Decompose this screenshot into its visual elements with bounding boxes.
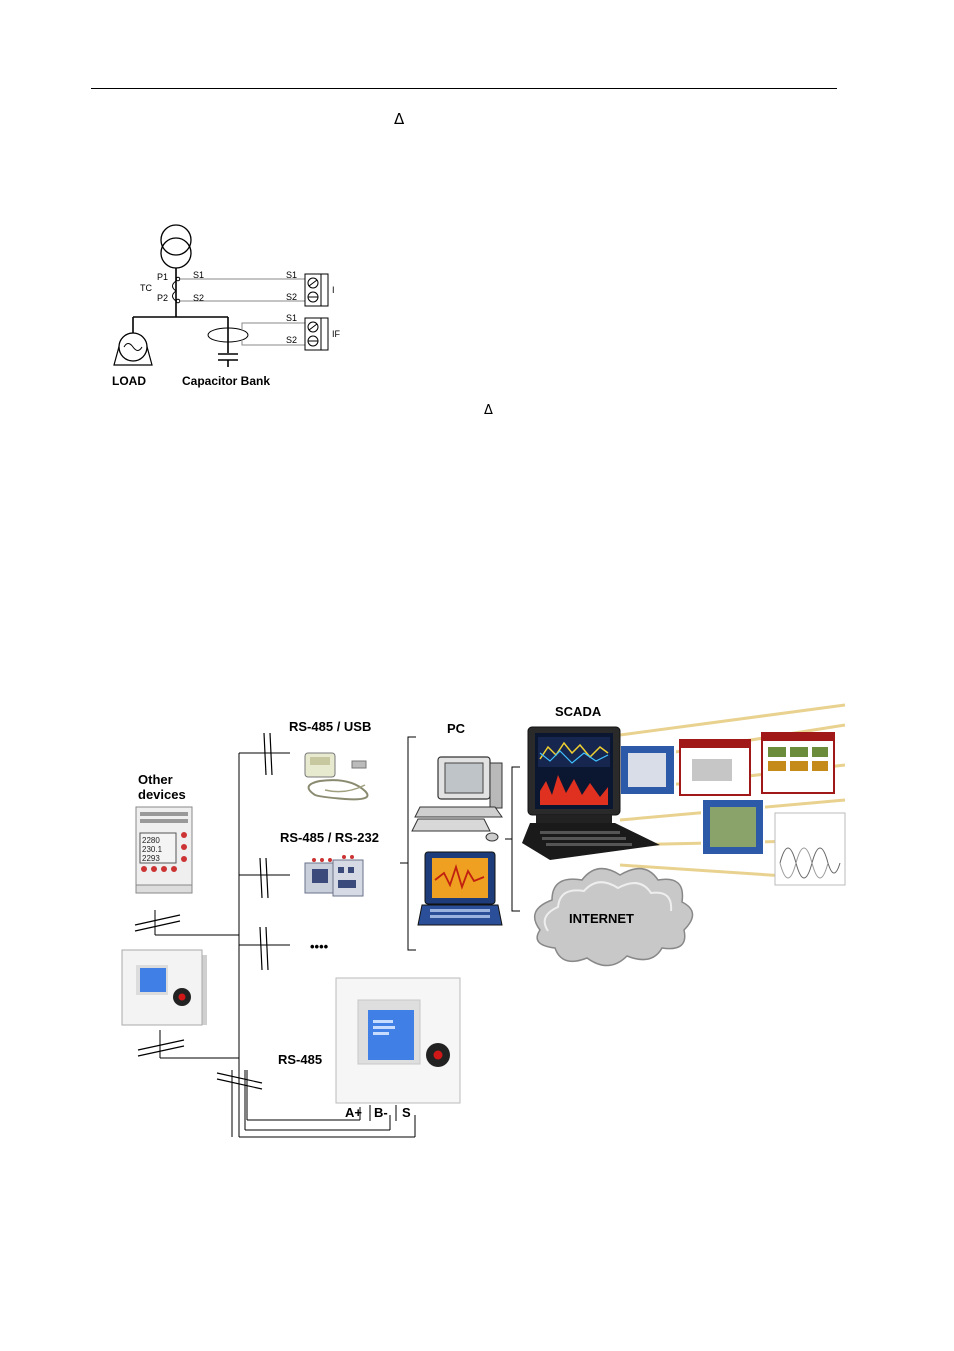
label-internet: INTERNET xyxy=(569,911,634,926)
terminal-block-i xyxy=(304,273,329,307)
label-ellipsis: •••• xyxy=(310,939,329,954)
label-p2: P2 xyxy=(157,293,168,303)
capacitor-icon xyxy=(218,353,238,367)
cable-hash-marks xyxy=(134,732,273,1090)
transformer-icon xyxy=(160,224,192,269)
meter-reading-3: 2293 xyxy=(142,854,160,863)
communication-network-diagram: 2280 230.1 2293 xyxy=(121,703,846,1138)
label-terminal-a: A+ xyxy=(345,1105,362,1120)
label-other-devices-1: Other xyxy=(138,772,173,787)
ct-wiring-diagram: P1 TC P2 S1 S2 S1 S2 S1 S2 I IF LOAD Cap… xyxy=(112,224,341,388)
laptop-icon xyxy=(417,851,503,926)
label-terminal-b: B- xyxy=(374,1105,388,1120)
other-device-meter-icon xyxy=(135,806,193,894)
label-terminal-s: S xyxy=(402,1105,411,1120)
label-scada: SCADA xyxy=(555,704,602,719)
label-other-devices-2: devices xyxy=(138,787,186,802)
meter-reading-1: 2280 xyxy=(142,836,160,845)
label-rs485: RS-485 xyxy=(278,1052,322,1067)
terminal-separators xyxy=(369,1105,397,1121)
meter-reading-2: 230.1 xyxy=(142,845,163,854)
scada-visualization-icon xyxy=(522,703,846,886)
label-s1: S1 xyxy=(193,270,204,280)
label-input-i: I xyxy=(332,285,335,295)
rs232-converter-icon xyxy=(304,855,364,897)
desktop-pc-icon xyxy=(411,756,503,842)
label-s2: S2 xyxy=(193,293,204,303)
label-capacitor-bank: Capacitor Bank xyxy=(182,374,270,388)
label-load: LOAD xyxy=(112,374,146,388)
header-rule xyxy=(91,88,837,89)
label-p1: P1 xyxy=(157,272,168,282)
label-pc: PC xyxy=(447,721,466,736)
label-tc: TC xyxy=(140,283,152,293)
power-factor-controller-small-icon xyxy=(121,949,207,1026)
pc-bracket xyxy=(400,736,520,951)
usb-converter-icon xyxy=(304,752,369,801)
delta-symbol-caption: Δ xyxy=(484,403,493,418)
label-input-if: IF xyxy=(332,329,341,339)
bus-wiring xyxy=(154,752,416,1138)
label-s2-if: S2 xyxy=(286,335,297,345)
label-s2-terminal: S2 xyxy=(286,292,297,302)
power-factor-controller-icon xyxy=(335,977,461,1104)
current-transformer-icon xyxy=(172,276,181,304)
load-motor-icon xyxy=(113,332,153,366)
label-rs485-rs232: RS-485 / RS-232 xyxy=(280,830,379,845)
label-s1-terminal: S1 xyxy=(286,270,297,280)
delta-symbol-top: Δ xyxy=(394,110,405,128)
internet-cloud-icon xyxy=(533,867,694,967)
core-balance-ct-icon xyxy=(207,327,249,343)
label-s1-if: S1 xyxy=(286,313,297,323)
label-rs485-usb: RS-485 / USB xyxy=(289,719,371,734)
terminal-block-if xyxy=(304,317,329,351)
